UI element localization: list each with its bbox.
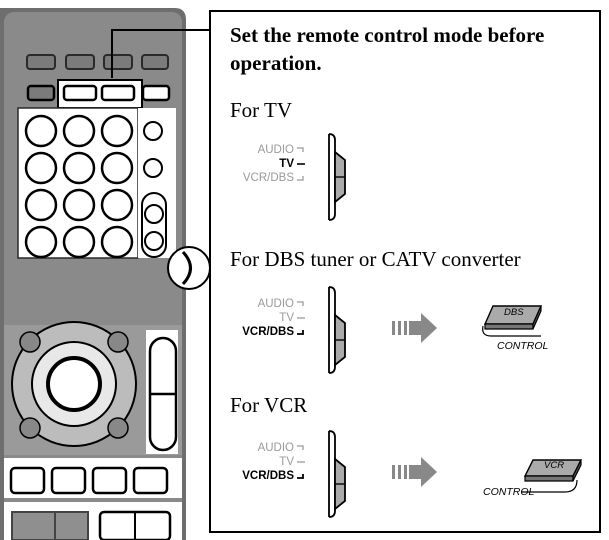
dbs-switch-label-tv: TV <box>279 312 305 324</box>
vcr-control-label: CONTROL <box>483 486 535 498</box>
section-vcr-title: For VCR <box>230 393 308 417</box>
dbs-badge-label: DBS <box>504 307 524 318</box>
dbs-switch-label-vcr-dbs: VCR/DBS <box>228 326 306 339</box>
vcr-switch-label-vcr-dbs: VCR/DBS <box>228 470 306 483</box>
number-keys <box>24 114 134 259</box>
vcr-badge-label: VCR <box>544 460 565 471</box>
vcr-slide-switch-icon <box>328 430 346 518</box>
callout-leader <box>111 29 209 78</box>
instruction-panel: Set the remote control mode before opera… <box>209 10 601 533</box>
tv-switch-label-audio: AUDIO <box>228 144 306 157</box>
vcr-button-icon <box>521 459 583 493</box>
dbs-control-label: CONTROL <box>497 340 549 352</box>
heading-line-1: Set the remote control mode before <box>230 23 545 47</box>
function-buttons <box>9 466 169 495</box>
vcr-arrow-icon <box>392 457 437 487</box>
dbs-slide-switch-icon <box>328 286 346 374</box>
dbs-button-icon <box>482 305 543 337</box>
dbs-switch-label-audio: AUDIO <box>228 298 306 311</box>
side-keys <box>141 121 167 258</box>
vcr-switch-label-audio: AUDIO <box>228 442 306 455</box>
section-tv-title: For TV <box>230 98 293 122</box>
tv-switch-label-tv: TV <box>279 158 305 170</box>
ok-button <box>46 356 102 412</box>
section-dbs-title: For DBS tuner or CATV converter <box>230 247 521 271</box>
vcr-switch-label-tv: TV <box>279 456 305 468</box>
heading-line-2: operation. <box>230 51 322 75</box>
tv-switch-label-vcr-dbs: VCR/DBS <box>228 172 306 185</box>
tv-slide-switch-icon <box>328 133 346 221</box>
mode-buttons <box>26 84 171 102</box>
remote-control-illustration <box>0 8 211 540</box>
dbs-arrow-icon <box>392 313 437 343</box>
